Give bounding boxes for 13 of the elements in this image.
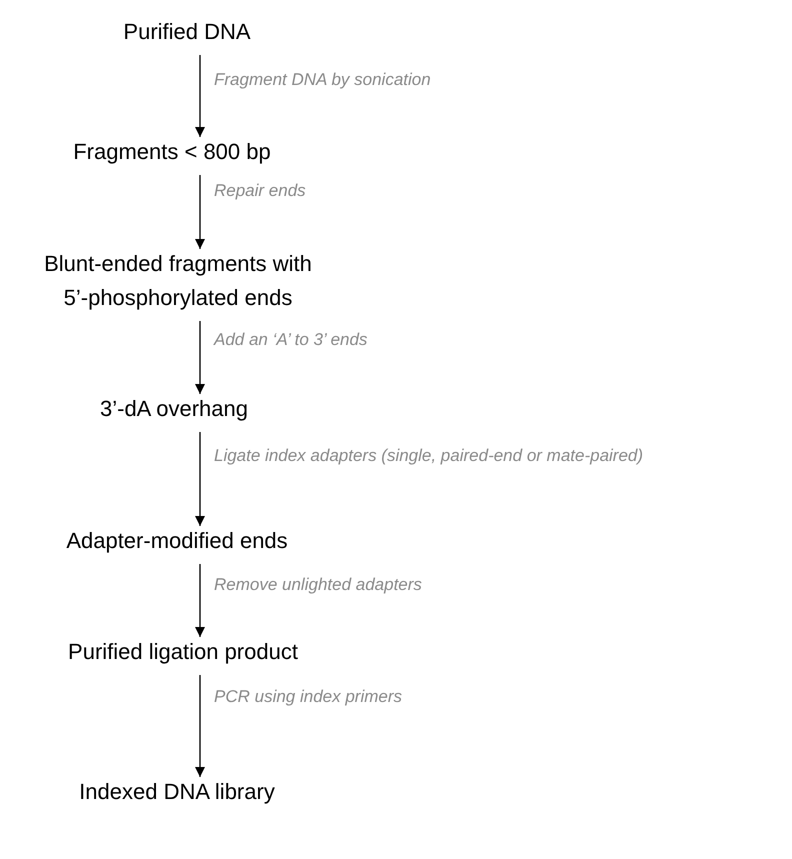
step-text: Fragments < 800 bp [42, 135, 302, 169]
arrow [195, 675, 205, 777]
step-text: Purified ligation product [28, 635, 338, 669]
arrow [195, 432, 205, 526]
arrow [195, 55, 205, 137]
step-text: Indexed DNA library [47, 775, 307, 809]
step-text: Adapter-modified ends [27, 524, 327, 558]
arrow [195, 564, 205, 637]
step-text: Purified DNA [67, 15, 307, 49]
arrow [195, 321, 205, 394]
arrow [195, 175, 205, 249]
step-text: Blunt-ended fragments with 5’-phosphorylated ends [33, 247, 323, 315]
step-text: 3’-dA overhang [64, 392, 284, 426]
